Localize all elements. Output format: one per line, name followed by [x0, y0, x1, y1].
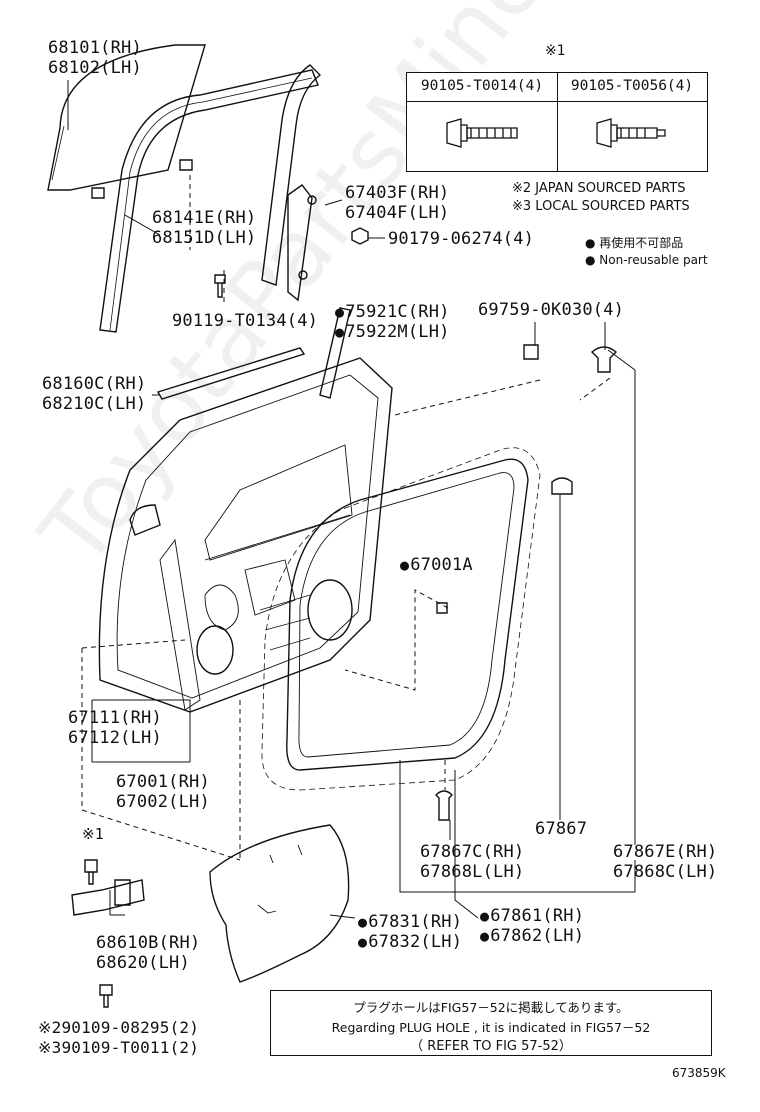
label-belt-moulding-rh: 68160C(RH) [42, 374, 147, 394]
label-hinge-ref: ※1 [82, 825, 104, 843]
legend-nonreuse-en: ● Non-reusable part [585, 253, 708, 267]
label-sash-lh: 67404F(LH) [345, 203, 450, 223]
label-door-assy-rh: 67001(RH) [116, 772, 210, 792]
label-belt-moulding-lh: 68210C(LH) [42, 394, 147, 414]
legend-nonreuse-jp: ● 再使用不可部品 [585, 236, 684, 250]
sash-channel [261, 64, 322, 286]
label-run-channel-rh: 68141E(RH) [152, 208, 257, 228]
label-weatherstrip-upper-rh: 67861(RH) [480, 906, 584, 926]
legend-local: ※3 LOCAL SOURCED PARTS [512, 199, 690, 214]
legend-japan: ※2 JAPAN SOURCED PARTS [512, 181, 686, 196]
label-bolt-local: ※390109-T0011(2) [38, 1038, 200, 1057]
bolt-table-col1: 90105-T0014(4) [420, 78, 544, 94]
bolt-table-ref: ※1 [545, 43, 566, 59]
label-nut: 90179-06274(4) [388, 229, 535, 249]
bolt-table: 90105-T0014(4) 90105-T0056(4) [406, 72, 708, 172]
label-bolt-jp: ※290109-08295(2) [38, 1018, 200, 1037]
belt-moulding [156, 347, 306, 400]
label-glass-rh: 68101(RH) [48, 38, 142, 58]
bolt-table-col2: 90105-T0056(4) [570, 78, 694, 94]
label-clip-right-rh: 67867E(RH) [613, 842, 718, 862]
label-hole-cover-lh: 67832(LH) [358, 932, 462, 952]
figure-id: 673859K [672, 1066, 726, 1080]
service-hole-cover [209, 824, 350, 983]
note-en: Regarding PLUG HOLE , it is indicated in… [331, 1020, 651, 1035]
label-weatherstrip: 67867 [535, 819, 588, 839]
glass-run-channel [99, 69, 319, 333]
label-hole-cover-rh: 67831(RH) [358, 912, 462, 932]
label-seal-hole: 67001A [400, 555, 473, 575]
label-tape-lh: 75922M(LH) [335, 322, 450, 342]
label-tape-rh: 75921C(RH) [335, 302, 450, 322]
label-bolt-glass: 90119-T0134(4) [172, 311, 319, 331]
plug-hole-note: プラグホールはFIG57－52に掲載してあります。 Regarding PLUG… [270, 990, 712, 1056]
label-hinge-rh: 68610B(RH) [96, 933, 201, 953]
label-clip-left-lh: 67868L(LH) [420, 862, 525, 882]
note-jp: プラグホールはFIG57－52に掲載してあります。 [353, 1000, 629, 1015]
label-door-assy-lh: 67002(LH) [116, 792, 210, 812]
door-hinge [71, 879, 145, 916]
label-glass-lh: 68102(LH) [48, 58, 142, 78]
label-run-channel-lh: 68151D(LH) [152, 228, 257, 248]
label-weatherstrip-upper-lh: 67862(LH) [480, 926, 584, 946]
label-clip-top: 69759-0K030(4) [478, 300, 625, 320]
weatherstrip [286, 458, 529, 771]
bolt-icons [446, 118, 666, 148]
label-door-panel-lh: 67112(LH) [68, 728, 162, 748]
label-door-panel-rh: 67111(RH) [68, 708, 162, 728]
label-hinge-lh: 68620(LH) [96, 953, 190, 973]
door-frame [98, 357, 393, 713]
label-sash-rh: 67403F(RH) [345, 183, 450, 203]
note-ref: （ REFER TO FIG 57-52） [410, 1039, 572, 1054]
door-glass [47, 44, 206, 191]
label-clip-left-rh: 67867C(RH) [420, 842, 525, 862]
label-clip-right-lh: 67868C(LH) [613, 862, 718, 882]
